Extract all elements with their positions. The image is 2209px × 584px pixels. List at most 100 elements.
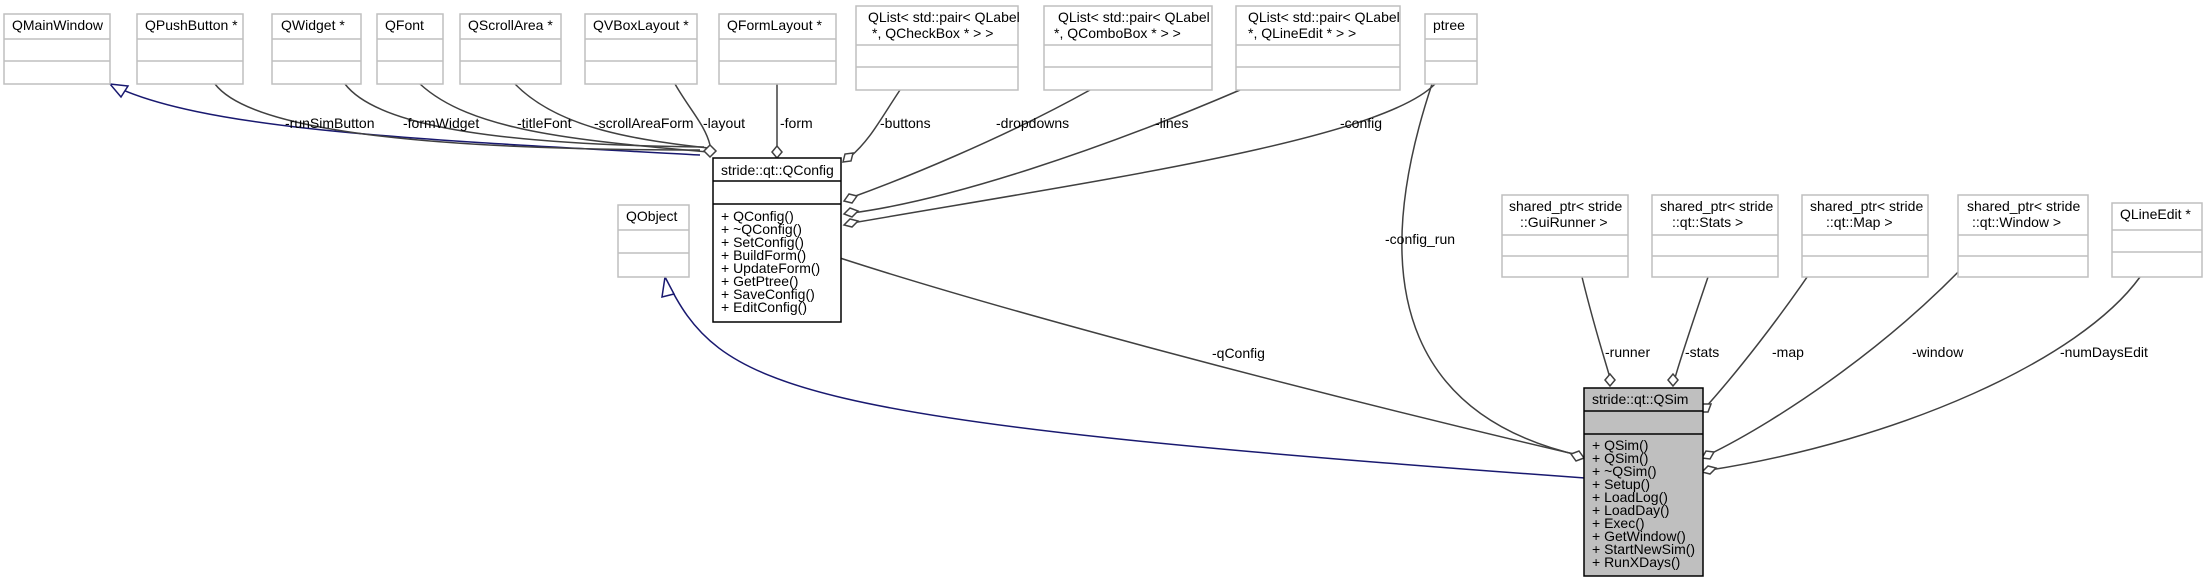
class-title: ptree: [1433, 17, 1465, 33]
class-title-line1: QList< std::pair< QLabel: [1058, 9, 1210, 25]
class-stats[interactable]: shared_ptr< stride ::qt::Stats >: [1651, 194, 1779, 278]
method-item: + EditConfig(): [721, 299, 807, 315]
diamond-qConfig: [1569, 450, 1586, 462]
class-qformlayout[interactable]: QFormLayout *: [718, 13, 837, 85]
class-title-line2: ::GuiRunner >: [1520, 214, 1608, 230]
label-qConfig: -qConfig: [1212, 345, 1265, 361]
class-title-line2: ::qt::Map >: [1826, 214, 1893, 230]
label-runSimButton: -runSimButton: [285, 115, 374, 131]
class-qvboxlayout[interactable]: QVBoxLayout *: [584, 13, 698, 85]
label-lines: -lines: [1155, 115, 1188, 131]
method-item: + Exec(): [1592, 515, 1645, 531]
class-title-line2: *, QCheckBox * > >: [872, 25, 993, 41]
edge-titleFont: [419, 83, 709, 153]
class-qscrollarea[interactable]: QScrollArea *: [459, 13, 562, 85]
label-window: -window: [1912, 344, 1964, 360]
class-qwidget[interactable]: QWidget *: [271, 13, 362, 85]
class-qlist-combobox[interactable]: QList< std::pair< QLabel *, QComboBox * …: [1043, 5, 1213, 91]
diamond-runner: [1604, 372, 1616, 388]
class-title-line2: ::qt::Window >: [1972, 214, 2061, 230]
label-form: -form: [780, 115, 813, 131]
method-item: + QSim(): [1592, 437, 1648, 453]
class-title: QObject: [626, 208, 677, 224]
label-map: -map: [1772, 344, 1804, 360]
class-title-line2: *, QComboBox * > >: [1054, 25, 1181, 41]
inherit-arrow-qobject: [661, 274, 676, 299]
edge-stats: [1674, 276, 1709, 379]
class-title: QLineEdit *: [2120, 206, 2191, 222]
diamond-window: [1700, 450, 1716, 460]
method-item: + QConfig(): [721, 208, 794, 224]
class-qlineedit[interactable]: QLineEdit *: [2111, 202, 2203, 278]
label-numDaysEdit: -numDaysEdit: [2060, 344, 2148, 360]
class-qsim[interactable]: stride::qt::QSim + QSim() + QSim() + ~QS…: [1583, 387, 1704, 577]
diamond-stats: [1667, 372, 1679, 388]
edge-runner: [1581, 276, 1611, 379]
class-title: QVBoxLayout *: [593, 17, 689, 33]
class-qlist-lineedit[interactable]: QList< std::pair< QLabel *, QLineEdit * …: [1235, 5, 1401, 91]
diamond-config: [842, 218, 860, 228]
edge-buttons: [849, 89, 901, 158]
class-title-line2: ::qt::Stats >: [1672, 214, 1743, 230]
class-title-line1: shared_ptr< stride: [1967, 198, 2080, 214]
method-item: + Setup(): [1592, 476, 1650, 492]
method-item: + RunXDays(): [1592, 554, 1680, 570]
diamond-form: [771, 144, 783, 160]
class-title-line1: shared_ptr< stride: [1810, 198, 1923, 214]
class-qlist-checkbox[interactable]: QList< std::pair< QLabel *, QCheckBox * …: [855, 5, 1020, 91]
class-title: stride::qt::QConfig: [721, 162, 834, 178]
class-map[interactable]: shared_ptr< stride ::qt::Map >: [1801, 194, 1929, 278]
class-guirunner[interactable]: shared_ptr< stride ::GuiRunner >: [1501, 194, 1629, 278]
edge-dropdowns: [849, 89, 1091, 199]
class-title-line1: QList< std::pair< QLabel: [868, 9, 1020, 25]
class-qfont[interactable]: QFont: [376, 13, 444, 85]
class-title: QMainWindow: [12, 17, 104, 33]
edge-numDaysEdit: [1709, 276, 2141, 471]
method-item: + ~QConfig(): [721, 221, 802, 237]
label-titleFont: -titleFont: [517, 115, 572, 131]
label-stats: -stats: [1685, 344, 1719, 360]
method-item: + LoadDay(): [1592, 502, 1669, 518]
label-runner: -runner: [1605, 344, 1650, 360]
method-item: + ~QSim(): [1592, 463, 1657, 479]
edge-lines: [851, 89, 1241, 214]
class-title: QPushButton *: [145, 17, 238, 33]
method-item: + QSim(): [1592, 450, 1648, 466]
class-title-line1: shared_ptr< stride: [1509, 198, 1622, 214]
class-title: stride::qt::QSim: [1592, 391, 1688, 407]
label-buttons: -buttons: [880, 115, 931, 131]
edge-config: [851, 83, 1436, 224]
class-qmainwindow[interactable]: QMainWindow: [3, 13, 111, 85]
inherit-arrow-qmainwindow: [108, 83, 130, 99]
label-layout: -layout: [703, 115, 745, 131]
edge-scrollAreaForm: [514, 83, 709, 149]
method-item: + StartNewSim(): [1592, 541, 1695, 557]
class-title-line2: *, QLineEdit * > >: [1248, 25, 1356, 41]
method-item: + SaveConfig(): [721, 286, 815, 302]
label-dropdowns: -dropdowns: [996, 115, 1069, 131]
class-ptree[interactable]: ptree: [1424, 13, 1478, 85]
edge-inherit-qobject: [664, 276, 1586, 479]
label-config_run: -config_run: [1385, 231, 1455, 247]
class-title: QScrollArea *: [468, 17, 553, 33]
class-title: QFont: [385, 17, 424, 33]
class-qobject[interactable]: QObject: [617, 204, 690, 278]
method-item: + GetPtree(): [721, 273, 798, 289]
class-title: QFormLayout *: [727, 17, 822, 33]
method-item: + LoadLog(): [1592, 489, 1668, 505]
class-qconfig[interactable]: stride::qt::QConfig + QConfig() + ~QConf…: [712, 157, 842, 323]
diamond-lines: [842, 207, 860, 218]
label-formWidget: -formWidget: [403, 115, 479, 131]
class-title: QWidget *: [281, 17, 345, 33]
edge-config_run: [1401, 83, 1583, 457]
edge-layout: [674, 83, 711, 146]
class-qpushbutton[interactable]: QPushButton *: [136, 13, 244, 85]
edge-runSimButton: [214, 83, 701, 151]
diamond-buttons: [842, 152, 854, 163]
method-item: + GetWindow(): [1592, 528, 1686, 544]
class-window[interactable]: shared_ptr< stride ::qt::Window >: [1957, 194, 2089, 278]
class-title-line1: QList< std::pair< QLabel: [1248, 9, 1400, 25]
diamond-layout: [702, 143, 718, 159]
method-item: + SetConfig(): [721, 234, 804, 250]
